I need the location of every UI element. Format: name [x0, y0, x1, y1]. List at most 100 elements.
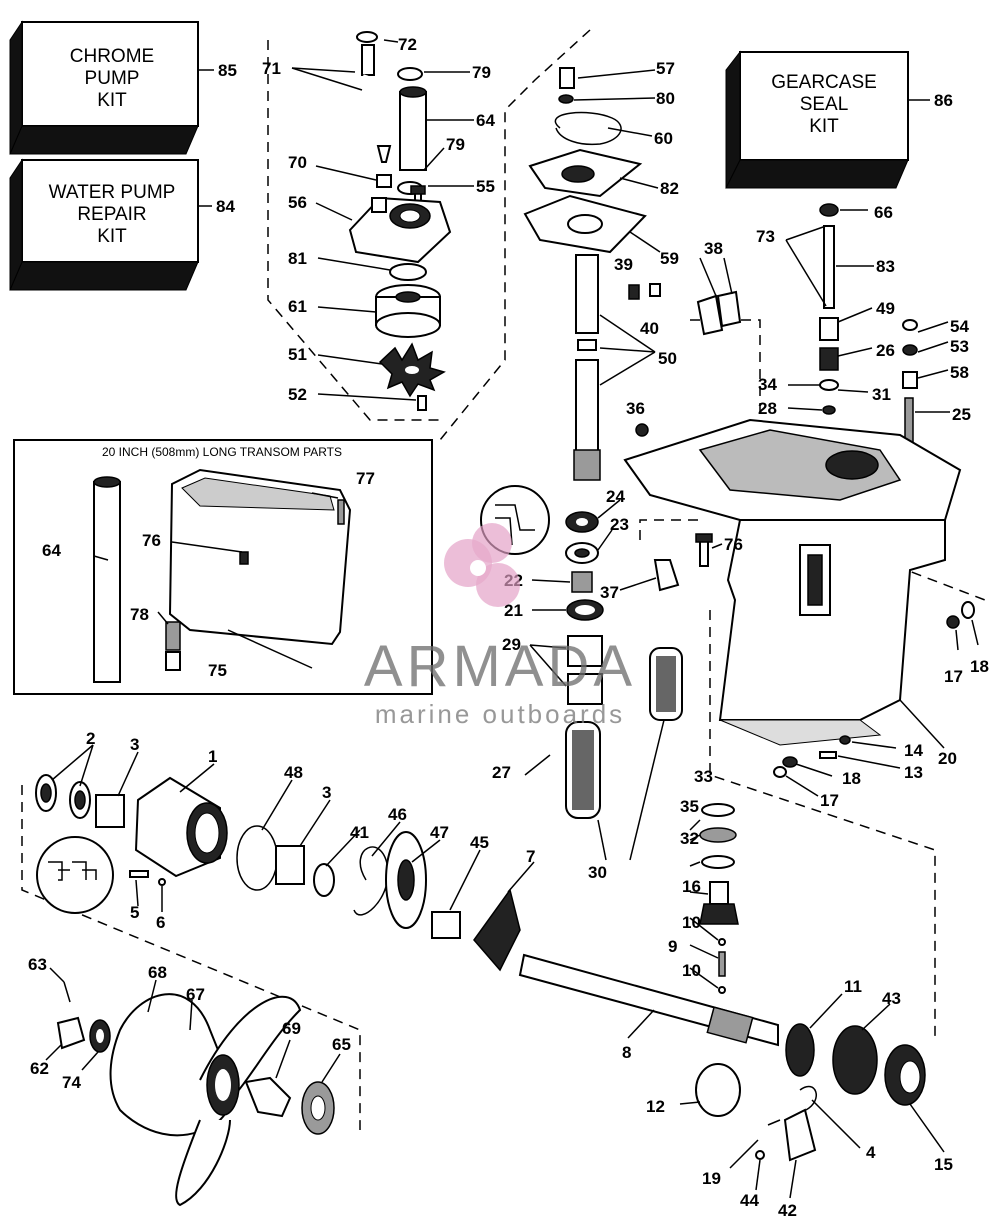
callout-48: 48 [284, 763, 303, 782]
callout-29: 29 [502, 635, 521, 654]
chrome-pump-kit-box: CHROME PUMP KIT 85 [9, 20, 237, 155]
callout-46: 46 [388, 805, 407, 824]
callout-3b: 3 [322, 783, 331, 802]
callout-4: 4 [866, 1143, 876, 1162]
callout-73: 73 [756, 227, 775, 246]
callout-1: 1 [208, 747, 217, 766]
callout-5: 5 [130, 903, 139, 922]
watermark-brand: ARMADA [364, 634, 636, 699]
callout-49: 49 [876, 299, 895, 318]
callout-7: 7 [526, 847, 535, 866]
callout-24: 24 [606, 487, 625, 506]
callout-17b: 17 [820, 791, 839, 810]
callout-26: 26 [876, 341, 895, 360]
callout-25: 25 [952, 405, 971, 424]
callout-66: 66 [874, 203, 893, 222]
callout-54: 54 [950, 317, 969, 336]
callout-40: 40 [640, 319, 659, 338]
callout-28: 28 [758, 399, 777, 418]
callout-64b: 64 [42, 541, 61, 560]
driveshaft-and-plates [523, 67, 742, 481]
callout-76b: 76 [724, 535, 743, 554]
callout-45: 45 [470, 833, 489, 852]
gearcase-housing [623, 418, 975, 778]
callout-33: 33 [694, 767, 713, 786]
callout-79b: 79 [446, 135, 465, 154]
callout-50: 50 [658, 349, 677, 368]
callout-71: 71 [262, 59, 281, 78]
callout-64a: 64 [476, 111, 495, 130]
water-pump-kit-line3: KIT [97, 226, 127, 247]
gearcase-kit-line2: SEAL [800, 94, 849, 115]
callout-57: 57 [656, 59, 675, 78]
callout-3a: 3 [130, 735, 139, 754]
callout-19: 19 [702, 1169, 721, 1188]
callout-63: 63 [28, 955, 47, 974]
long-transom-inset: 20 INCH (508mm) LONG TRANSOM PARTS [13, 439, 433, 695]
shift-rod-assembly [819, 203, 918, 451]
water-pump-repair-kit-box: WATER PUMP REPAIR KIT 84 [9, 158, 235, 291]
callout-79a: 79 [472, 63, 491, 82]
callout-68: 68 [148, 963, 167, 982]
water-pump-kit-line1: WATER PUMP [49, 182, 176, 203]
callout-37: 37 [600, 583, 619, 602]
callout-55: 55 [476, 177, 495, 196]
callout-76a: 76 [142, 531, 161, 550]
callout-21: 21 [504, 601, 523, 620]
callout-34: 34 [758, 375, 777, 394]
callout-82: 82 [660, 179, 679, 198]
callout-20: 20 [938, 749, 957, 768]
callout-6: 6 [156, 913, 165, 932]
callout-17a: 17 [944, 667, 963, 686]
callout-58: 58 [950, 363, 969, 382]
callout-38: 38 [704, 239, 723, 258]
chrome-pump-kit-ref: 85 [218, 61, 237, 80]
callout-70: 70 [288, 153, 307, 172]
callout-41: 41 [350, 823, 369, 842]
grommet-72 [356, 31, 378, 43]
gearcase-kit-ref: 86 [934, 91, 953, 110]
callout-69: 69 [282, 1019, 301, 1038]
gearcase-kit-line3: KIT [809, 116, 839, 137]
chrome-pump-kit-line2: PUMP [85, 68, 140, 89]
callout-30: 30 [588, 863, 607, 882]
callout-10b: 10 [682, 961, 701, 980]
chrome-pump-kit-line1: CHROME [70, 46, 154, 67]
pinion-assembly [699, 803, 739, 994]
callout-61: 61 [288, 297, 307, 316]
callout-52: 52 [288, 385, 307, 404]
callout-44: 44 [740, 1191, 759, 1210]
callout-60: 60 [654, 129, 673, 148]
gearcase-seal-kit-box: GEARCASE SEAL KIT 86 [725, 50, 953, 189]
callout-59: 59 [660, 249, 679, 268]
callout-74: 74 [62, 1073, 81, 1092]
callout-14: 14 [904, 741, 923, 760]
callout-10a: 10 [682, 913, 701, 932]
callout-53: 53 [950, 337, 969, 356]
inset-title: 20 INCH (508mm) LONG TRANSOM PARTS [102, 445, 342, 459]
callout-32: 32 [680, 829, 699, 848]
callout-62: 62 [30, 1059, 49, 1078]
callout-72: 72 [398, 35, 417, 54]
gearcase-kit-line1: GEARCASE [771, 72, 877, 93]
callout-77: 77 [356, 469, 375, 488]
callout-16: 16 [682, 877, 701, 896]
callout-43: 43 [882, 989, 901, 1008]
callout-18b: 18 [842, 769, 861, 788]
chrome-pump-kit-line3: KIT [97, 90, 127, 111]
callout-18a: 18 [970, 657, 989, 676]
callout-15: 15 [934, 1155, 953, 1174]
watermark-logo-icon [444, 523, 520, 607]
callout-35: 35 [680, 797, 699, 816]
callout-23: 23 [610, 515, 629, 534]
callout-13: 13 [904, 763, 923, 782]
callout-2: 2 [86, 729, 95, 748]
leader-lines [45, 39, 979, 1199]
water-pump-kit-ref: 84 [216, 197, 235, 216]
callout-81: 81 [288, 249, 307, 268]
callout-36: 36 [626, 399, 645, 418]
callout-11: 11 [844, 977, 862, 996]
callout-75: 75 [208, 661, 227, 680]
